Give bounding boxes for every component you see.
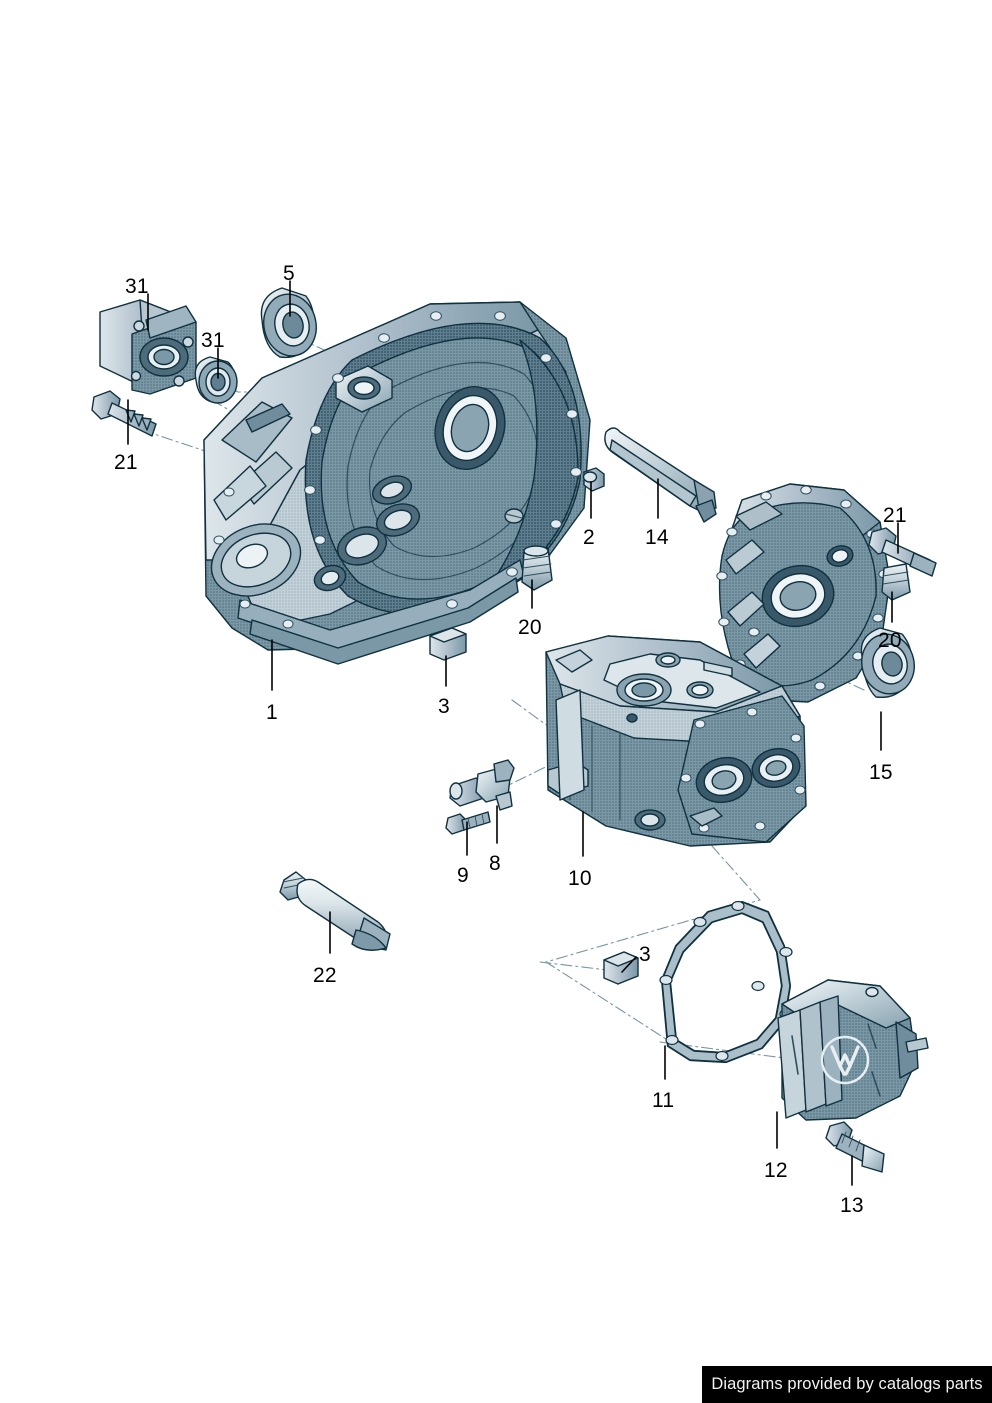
footer-attribution-text: Diagrams provided by catalogs parts: [711, 1375, 983, 1393]
footer-attribution-banner: Diagrams provided by catalogs parts: [702, 1366, 992, 1403]
callout-number-31: 31: [201, 329, 225, 352]
callout-number-11: 11: [652, 1089, 675, 1112]
callout-number-12: 12: [764, 1159, 788, 1182]
callout-number-15: 15: [869, 761, 893, 784]
callout-number-3: 3: [639, 943, 651, 966]
callout-number-20: 20: [518, 616, 542, 639]
callout-number-22: 22: [313, 964, 337, 987]
callout-number-20: 20: [878, 629, 902, 652]
callout-number-5: 5: [283, 262, 295, 285]
callout-number-21: 21: [114, 451, 138, 474]
callout-number-1: 1: [266, 701, 278, 724]
callout-number-21: 21: [883, 504, 907, 527]
callout-number-14: 14: [645, 526, 669, 549]
callout-number-10: 10: [568, 867, 592, 890]
callout-number-9: 9: [457, 864, 469, 887]
callout-number-31: 31: [125, 275, 149, 298]
callout-number-2: 2: [583, 526, 595, 549]
callout-number-13: 13: [840, 1194, 864, 1217]
callout-leader-3: [621, 956, 637, 973]
callout-number-3: 3: [438, 695, 450, 718]
callout-number-8: 8: [489, 852, 501, 875]
